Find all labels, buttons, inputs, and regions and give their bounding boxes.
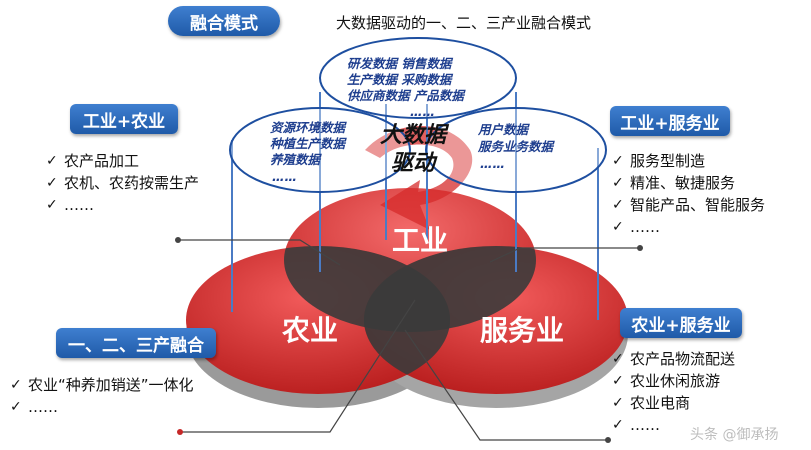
panel-title-industry-agriculture: 工业+农业 (70, 104, 178, 134)
check-icon: ✓ (46, 175, 58, 191)
item-text: …… (630, 416, 660, 434)
list-industry-agriculture: ✓ 农产品加工 ✓ 农机、农药按需生产 ✓ …… (46, 150, 199, 216)
list-item: ✓ 农产品物流配送 (612, 348, 735, 370)
list-item: ✓ …… (46, 194, 199, 216)
venn-label-industry: 工业 (392, 224, 448, 257)
pointer-lines (178, 239, 640, 441)
check-icon: ✓ (46, 153, 58, 169)
list-item: ✓ 智能产品、智能服务 (612, 194, 765, 216)
check-icon: ✓ (612, 351, 624, 367)
check-icon: ✓ (612, 175, 624, 191)
item-text: 农业电商 (630, 394, 691, 412)
mode-badge: 融合模式 (168, 6, 280, 36)
venn-label-service: 服务业 (480, 314, 564, 347)
list-item: ✓ 农机、农药按需生产 (46, 172, 199, 194)
pointer-dot-three (177, 429, 183, 435)
list-item: ✓ 农业休闲旅游 (612, 370, 735, 392)
item-text: 农机、农药按需生产 (64, 174, 200, 192)
venn-label-agriculture: 农业 (281, 314, 338, 347)
check-icon: ✓ (10, 377, 22, 393)
top-data-line-2: 生产数据 采购数据 (347, 72, 454, 87)
top-data-line-4: …… (410, 104, 435, 119)
pointer-dot-ind-service (637, 245, 643, 251)
item-text: 农产品物流配送 (630, 350, 736, 368)
data-ellipse-top (319, 37, 517, 119)
item-text: 农业休闲旅游 (630, 372, 721, 390)
pointer-dot-agri-service (605, 437, 611, 443)
panel-title-industry-service: 工业+服务业 (610, 106, 730, 136)
left-data-line-3: 养殖数据 (270, 152, 323, 167)
swirl-arrow (365, 126, 473, 230)
check-icon: ✓ (612, 417, 624, 433)
left-data-line-2: 种植生产数据 (270, 136, 348, 151)
item-text: …… (630, 218, 660, 236)
watermark: 头条 @御承扬 (690, 427, 779, 443)
connector-lines (231, 92, 599, 320)
check-icon: ✓ (612, 153, 624, 169)
item-text: …… (28, 398, 58, 416)
center-label-line-2: 驱动 (391, 151, 438, 176)
right-data-line-2: 服务业务数据 (477, 139, 556, 154)
list-industry-service: ✓ 服务型制造 ✓ 精准、敏捷服务 ✓ 智能产品、智能服务 ✓ …… (612, 150, 765, 238)
top-data-line-3: 供应商数据 产品数据 (347, 88, 466, 103)
list-item: ✓ …… (612, 414, 735, 436)
list-item: ✓ 农产品加工 (46, 150, 199, 172)
list-three-industries: ✓ 农业“种养加销送”一体化 ✓ …… (10, 374, 194, 418)
list-agriculture-service: ✓ 农产品物流配送 ✓ 农业休闲旅游 ✓ 农业电商 ✓ …… (612, 348, 735, 436)
list-item: ✓ …… (10, 396, 194, 418)
pointer-dot-ind-agri (175, 237, 181, 243)
item-text: 智能产品、智能服务 (630, 196, 766, 214)
item-text: …… (64, 196, 94, 214)
list-item: ✓ 农业电商 (612, 392, 735, 414)
panel-title-agriculture-service: 农业+服务业 (620, 308, 742, 338)
left-data-line-4: …… (272, 169, 297, 184)
right-data-line-3: …… (480, 156, 505, 171)
list-item: ✓ …… (612, 216, 765, 238)
data-ellipse-left (229, 107, 411, 193)
check-icon: ✓ (10, 399, 22, 415)
left-data-line-1: 资源环境数据 (270, 120, 348, 135)
check-icon: ✓ (46, 197, 58, 213)
list-item: ✓ 精准、敏捷服务 (612, 172, 765, 194)
check-icon: ✓ (612, 197, 624, 213)
item-text: 农产品加工 (64, 152, 140, 170)
check-icon: ✓ (612, 219, 624, 235)
check-icon: ✓ (612, 395, 624, 411)
overlap-agriculture-service (364, 246, 450, 394)
check-icon: ✓ (612, 373, 624, 389)
right-data-line-1: 用户数据 (477, 122, 531, 137)
data-ellipse-right (425, 107, 607, 193)
item-text: 精准、敏捷服务 (630, 174, 736, 192)
item-text: 农业“种养加销送”一体化 (28, 376, 194, 394)
center-label-line-1: 大数据 (380, 123, 450, 148)
page-title: 大数据驱动的一、二、三产业融合模式 (336, 14, 592, 32)
list-item: ✓ 农业“种养加销送”一体化 (10, 374, 194, 396)
list-item: ✓ 服务型制造 (612, 150, 765, 172)
panel-title-three-industries: 一、二、三产融合 (56, 328, 216, 358)
top-data-line-1: 研发数据 销售数据 (347, 56, 454, 71)
item-text: 服务型制造 (630, 152, 706, 170)
